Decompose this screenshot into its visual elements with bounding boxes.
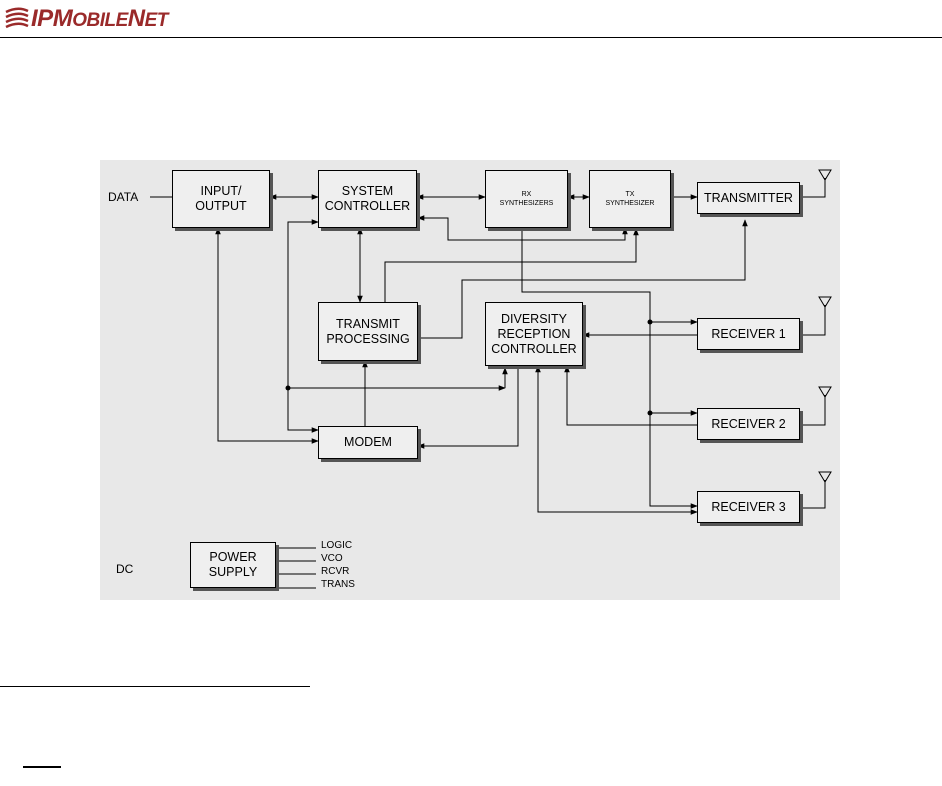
block-receiver-1: RECEIVER 1 [697, 318, 800, 350]
block-transmitter: TRANSMITTER [697, 182, 800, 214]
wire-io-modem [218, 228, 318, 441]
junction-dot [648, 320, 653, 325]
subheading-underline [23, 766, 61, 768]
power-output-vco: VCO [321, 553, 343, 565]
wire-rx2-antenna [800, 395, 825, 425]
power-output-rcvr: RCVR [321, 566, 349, 578]
block-rx-synthesizers: RX SYNTHESIZERS [485, 170, 568, 228]
dc-label: DC [116, 562, 133, 576]
block-diversity-reception-controller: DIVERSITY RECEPTION CONTROLLER [485, 302, 583, 366]
wire-sysctl-bus [288, 222, 318, 430]
block-power-supply: POWER SUPPLY [190, 542, 276, 588]
block-receiver-2: RECEIVER 2 [697, 408, 800, 440]
block-system-controller: SYSTEM CONTROLLER [318, 170, 417, 228]
data-input-label: DATA [108, 190, 138, 204]
wire-diversity-rx3 [538, 366, 697, 512]
block-modem: MODEM [318, 426, 418, 459]
section-heading-underline [0, 686, 310, 687]
block-transmit-processing: TRANSMIT PROCESSING [318, 302, 418, 361]
wire-rxsyn-receivers [522, 228, 697, 506]
wire-rx1-antenna [800, 305, 825, 335]
wire-rx3-antenna [800, 480, 825, 508]
power-output-logic: LOGIC [321, 540, 352, 552]
wire-rx2-diversity [567, 366, 697, 425]
wire-diversity-modem [418, 366, 518, 446]
junction-dot [286, 386, 291, 391]
junction-dot [648, 411, 653, 416]
power-output-trans: TRANS [321, 579, 355, 591]
wire-transmitter-antenna [800, 178, 825, 197]
block-input-output: INPUT/ OUTPUT [172, 170, 270, 228]
block-tx-synthesizer: TX SYNTHESIZER [589, 170, 671, 228]
block-receiver-3: RECEIVER 3 [697, 491, 800, 523]
